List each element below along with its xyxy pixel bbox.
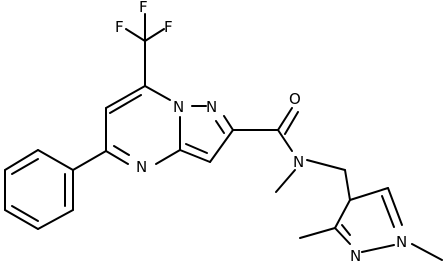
- bond-pz-c5-n1: [387, 187, 403, 226]
- atom-oxygen-carbonyl: O: [289, 90, 301, 108]
- bond-pz-n2-c3: [334, 227, 351, 245]
- bond-c3-c3a: [179, 149, 211, 163]
- bond-n-methyl: [275, 169, 296, 193]
- atom-fluorine-left: F: [115, 18, 124, 36]
- atom-nitrogen-ring1: N: [396, 233, 407, 251]
- bond-pz-c5-n1-double: [381, 195, 395, 228]
- bond-ph-1-2: [37, 149, 74, 171]
- bond-n4-c3a: [155, 149, 181, 165]
- bond-carbonyl-o: [277, 107, 293, 131]
- bond-carbonyl-n: [277, 129, 293, 152]
- bond-c5-n4: [105, 150, 129, 165]
- bond-pz-c4-c5: [349, 187, 389, 201]
- bond-n-ch2: [306, 159, 346, 171]
- atom-nitrogen-ring2: N: [350, 247, 361, 265]
- bond-c3-c3a-double: [185, 143, 208, 154]
- bond-cf3-f-left: [125, 28, 146, 42]
- bond-ph-double-a: [11, 158, 39, 175]
- bond-pz-c3-c4: [334, 199, 351, 229]
- bond-c7-c6: [105, 85, 146, 109]
- bond-n2-c2: [223, 115, 234, 131]
- bond-carbonyl-o-double: [284, 111, 299, 135]
- bond-n2-c2-double: [215, 120, 225, 134]
- bond-c2-c3: [209, 129, 234, 163]
- atom-nitrogen-pyrimidine: N: [136, 158, 147, 176]
- atom-nitrogen-pyrazole: N: [206, 98, 217, 116]
- bond-ph-2-3: [4, 149, 39, 171]
- bond-pz-c3-methyl: [299, 227, 336, 239]
- bond-ph-double-b: [11, 205, 39, 222]
- bond-ph-4-5: [4, 209, 39, 230]
- atom-fluorine-top: F: [139, 0, 148, 16]
- bond-c7-n-bridge: [144, 85, 171, 101]
- bond-ph-5-6: [37, 209, 74, 230]
- bond-ch2-pyrazole: [344, 169, 351, 201]
- atom-nitrogen-bridge: N: [173, 98, 184, 116]
- atom-nitrogen-amide: N: [293, 153, 304, 171]
- bond-pz-n2-c3-double: [341, 224, 351, 236]
- bond-pz-n1-n2: [361, 244, 395, 253]
- bond-c5-phenyl: [72, 150, 107, 171]
- bond-c5-n4-double: [113, 145, 130, 156]
- atom-fluorine-right: F: [164, 18, 173, 36]
- bond-c7-c6-double: [109, 94, 142, 114]
- bond-cf3-f-right: [144, 28, 165, 42]
- bond-pz-n1-methyl: [411, 243, 443, 261]
